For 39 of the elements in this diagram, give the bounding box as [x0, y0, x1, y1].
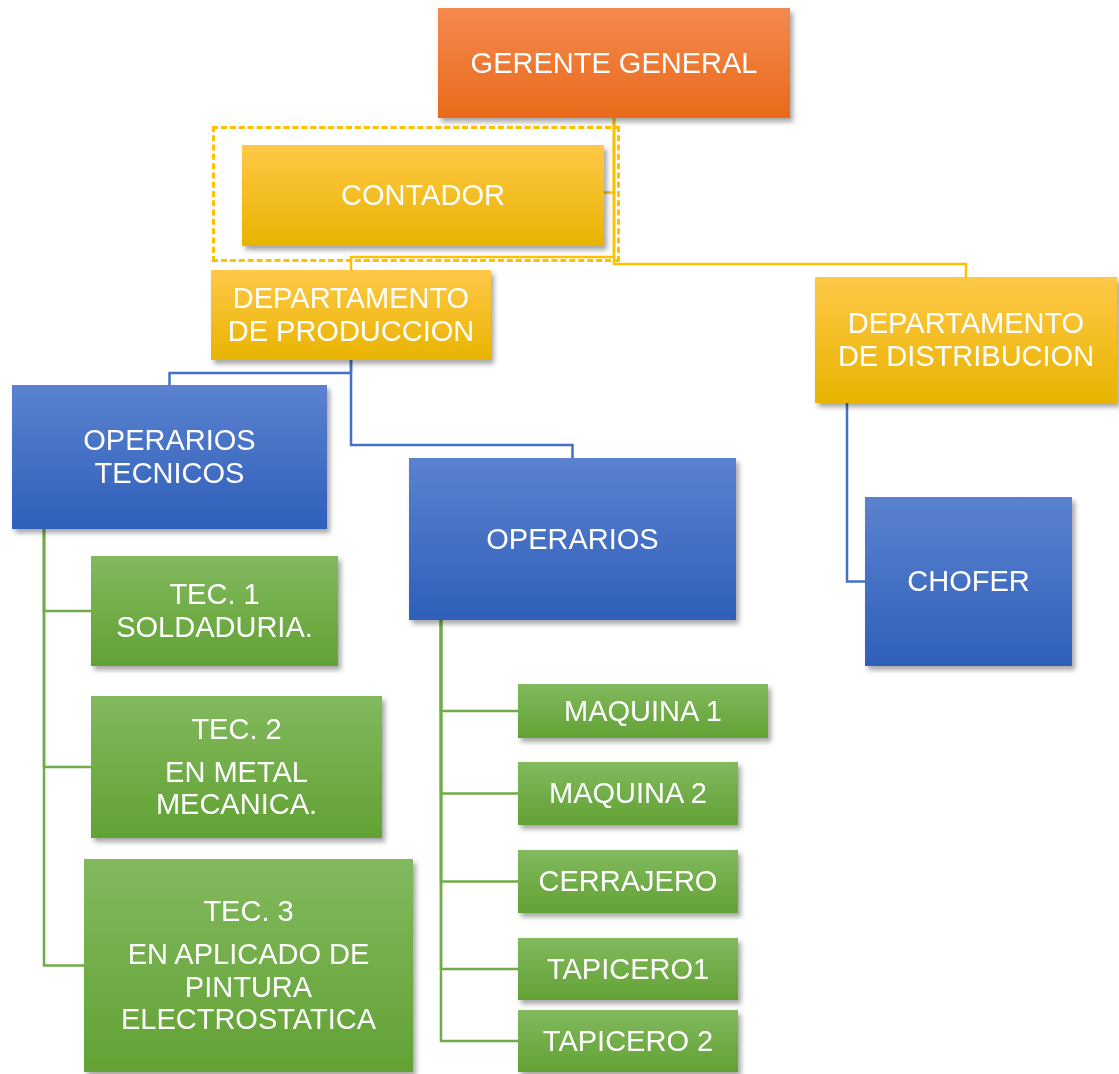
role-label: TEC. 2 [191, 712, 282, 746]
connector-line [612, 118, 968, 277]
role-label: TEC. 1 [169, 578, 260, 611]
org-box [518, 684, 768, 738]
role-label: EN APLICADO DE PINTURA ELECTROSTATICA [119, 937, 378, 1037]
org-box [91, 696, 382, 838]
org-box [865, 497, 1072, 666]
role-label: OPERARIOS [486, 522, 659, 556]
role-label: EN METAL MECANICA. [154, 755, 319, 822]
org-box [409, 458, 736, 620]
org-box [438, 8, 790, 118]
role-label: GERENTE GENERAL [470, 46, 758, 80]
connector-line [349, 360, 574, 458]
org-box [518, 938, 738, 1000]
org-box [518, 850, 738, 913]
connector-line [42, 529, 84, 967]
role-label: TAPICERO 2 [542, 1024, 714, 1058]
connector-line [845, 403, 865, 583]
role-label: DEPARTAMENTO DE PRODUCCION [226, 282, 476, 348]
org-box [518, 1010, 738, 1072]
role-label: OPERARIOS TECNICOS [82, 424, 257, 490]
org-box [91, 556, 338, 666]
org-box [815, 277, 1117, 403]
role-label: MAQUINA 1 [564, 694, 722, 728]
role-label: SOLDADURIA. [116, 611, 313, 644]
role-label: CERRAJERO [538, 865, 718, 898]
role-label: CONTADOR [341, 179, 505, 212]
dashed-frame [212, 126, 620, 262]
role-label: TAPICERO1 [546, 952, 710, 986]
role-label: MAQUINA 2 [549, 777, 707, 810]
org-box [242, 145, 604, 246]
role-label: CHOFER [907, 565, 1030, 598]
connector-line [439, 620, 518, 1043]
role-label: TEC. 3 [203, 894, 294, 928]
org-box [84, 859, 413, 1072]
org-box [518, 762, 738, 825]
org-box [211, 270, 491, 360]
role-label: DEPARTAMENTO DE DISTRIBUCION [836, 307, 1096, 373]
org-box [12, 385, 327, 529]
